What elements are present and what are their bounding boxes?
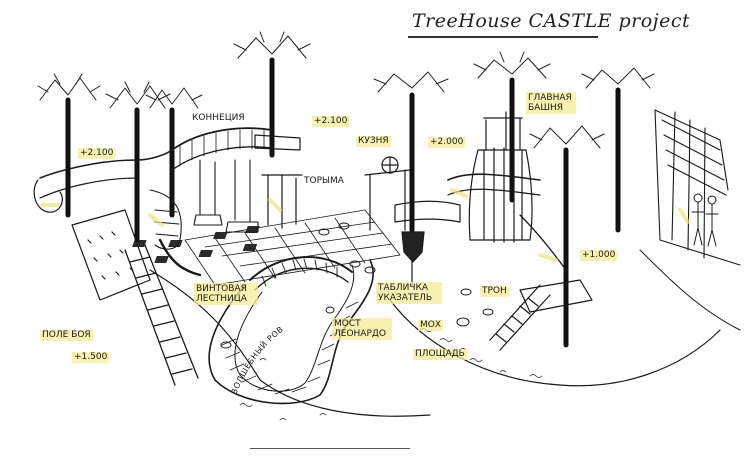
right-canopy [654,109,741,266]
label-moss: МОХ [418,320,444,331]
highlights [40,188,690,262]
figures-right [691,193,719,247]
moat-inner [234,264,355,392]
label-bridge: МОСТ ЛЕОНАРДО [332,318,392,340]
label-konnected: КОННЕЦИЯ [192,113,245,123]
tree-trunks [65,57,621,348]
label-forge: КУЗНЯ [356,136,391,147]
main-tower [447,111,541,243]
label-spiral-ladder: ВИНТОВАЯ ЛЕСТНИЦА [194,283,258,305]
spiral-left [33,179,63,213]
moat-hatching [221,301,359,395]
label-level-1000: +1.000 [580,250,618,261]
moss-texture [239,328,543,421]
checkerboard-plaza [184,209,401,286]
forge [364,156,411,231]
label-level-2100-left: +2.100 [78,148,116,159]
label-tower-small: ТОРЫМА [304,176,344,186]
ground-outline-right [389,299,721,387]
climbing-wall [71,209,151,301]
ramp-left [39,149,173,179]
label-battlefield: ПОЛЕ БОЯ [40,330,93,341]
river-label: ВОЛШЕБНЫЙ РОВ [230,325,286,396]
label-signpost: ТАБЛИЧКА УКАЗАТЕЛЬ [376,282,442,304]
label-square: ПЛОЩАДЬ [413,349,467,360]
swings [193,159,259,233]
checker-squares [132,226,260,263]
ground-outline-left [149,269,431,417]
signpost [401,229,425,286]
moat-outline [208,259,375,405]
title-underline [408,36,598,38]
rope-bridge-right [519,214,567,271]
label-level-1500: +1.500 [72,352,110,363]
base-line [250,448,410,449]
platform-top [254,134,301,151]
label-level-2100-top: +2.100 [312,116,350,127]
tree-crowns [37,31,655,149]
castle-platform [394,200,461,223]
ladder-left [124,244,199,386]
platform-right [519,279,593,313]
stumps [220,222,494,349]
small-tower [261,174,303,229]
slide-left [158,238,202,277]
walkway-connection [171,127,273,151]
label-level-2000: +2.000 [428,137,466,148]
label-main-tower: ГЛАВНАЯ БАШНЯ [526,92,576,114]
ground-edge-far-right [639,249,741,331]
label-throne: ТРОН [480,286,509,297]
project-title: TreeHouse CASTLE project [412,10,691,32]
ladder-right [489,284,551,351]
